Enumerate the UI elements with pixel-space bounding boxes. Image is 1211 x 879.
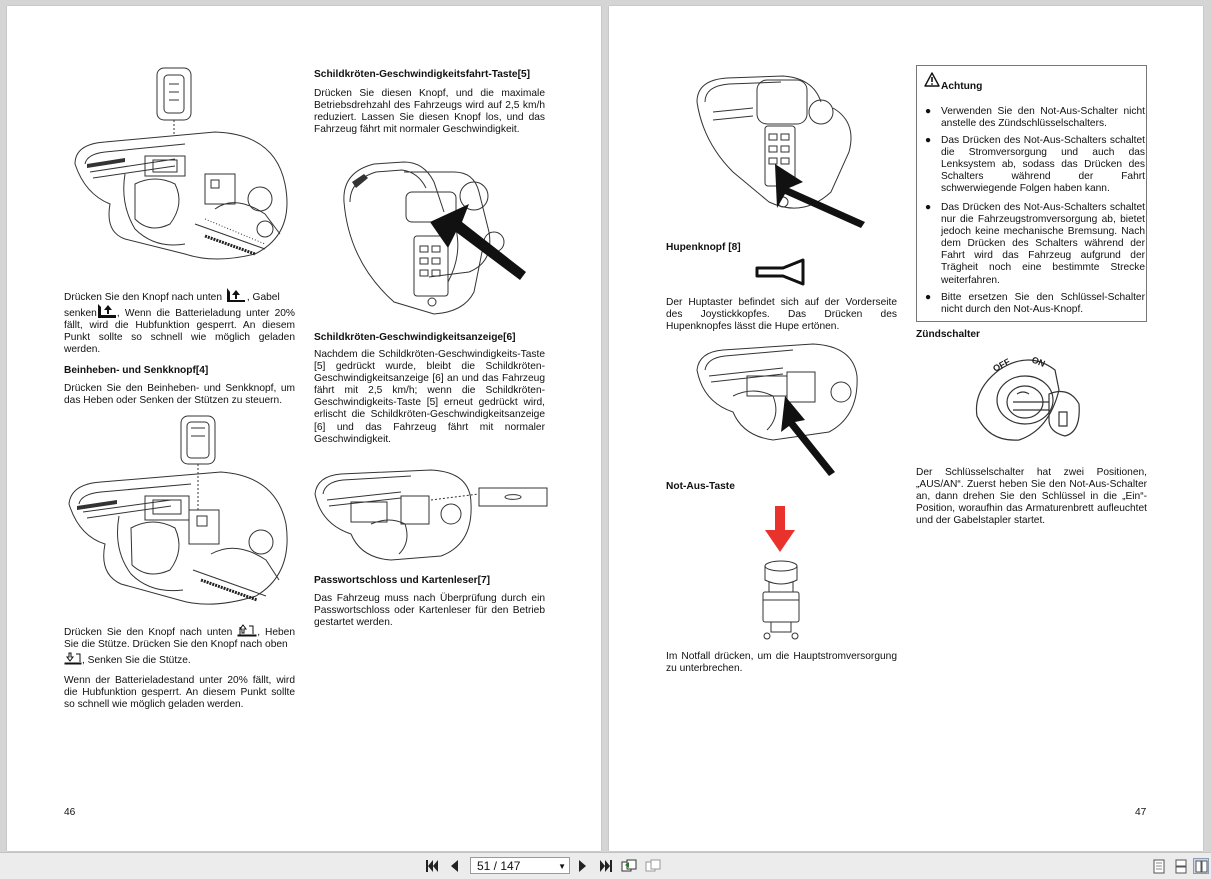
single-page-view-button[interactable] xyxy=(1151,858,1167,874)
chevron-down-icon: ▼ xyxy=(558,862,566,871)
key-label-off: OFF xyxy=(991,356,1012,374)
page-number-left: 46 xyxy=(64,807,76,818)
first-page-button[interactable] xyxy=(424,858,440,874)
support-paragraph: Drücken Sie den Knopf nach unten , Heben… xyxy=(64,623,295,667)
heading-turtle-indicator: Schildkröten-Geschwindigkeitsanzeige[6] xyxy=(314,332,516,343)
history-back-icon xyxy=(621,859,637,872)
prev-page-icon xyxy=(451,860,458,872)
warning-item: ●Bitte ersetzen Sie den Schlüssel-Schalt… xyxy=(925,292,1145,316)
heading-turtle-button: Schildkröten-Geschwindigkeitsfahrt-Taste… xyxy=(314,69,531,80)
page-number-right: 47 xyxy=(1135,807,1147,818)
key-label-on: ON xyxy=(1030,355,1046,369)
first-page-icon xyxy=(426,860,438,872)
horn-icon xyxy=(755,258,805,286)
joystick-figure-fork xyxy=(74,67,288,260)
joystick-head-figure xyxy=(343,161,526,315)
fork-lower-icon xyxy=(226,288,245,302)
heading-estop: Not-Aus-Taste xyxy=(666,481,735,492)
estop-arrow-icon xyxy=(765,506,795,552)
two-page-icon xyxy=(1195,860,1207,872)
last-page-icon xyxy=(600,860,612,872)
page-number-select[interactable]: 51 / 147 ▼ xyxy=(470,857,570,874)
turtle-indicator-paragraph: Nachdem die Schildkröten-Geschwindigkeit… xyxy=(314,349,545,445)
joystick-horn-button-figure xyxy=(696,343,858,476)
support-lower-icon xyxy=(64,652,82,665)
ignition-key-figure: OFF ON xyxy=(975,355,1080,441)
history-back-button[interactable] xyxy=(620,858,638,874)
heading-password: Passwortschloss und Kartenleser[7] xyxy=(314,575,491,586)
warning-icon xyxy=(924,72,940,87)
page-number-value: 51 / 147 xyxy=(477,859,521,873)
warning-item: ●Das Drücken des Not-Aus-Schalters schal… xyxy=(925,202,1145,286)
joystick-figure-support xyxy=(68,415,288,605)
viewer-toolbar: 51 / 147 ▼ xyxy=(0,852,1211,879)
estop-paragraph: Im Notfall drücken, um die Hauptstromver… xyxy=(666,651,897,675)
estop-figure xyxy=(762,506,800,640)
fork-lower-paragraph: Drücken Sie den Knopf nach unten , Gabel… xyxy=(64,288,295,356)
warning-title: Achtung xyxy=(941,81,983,92)
fork-lower-icon-2 xyxy=(97,304,116,319)
beinheben-paragraph: Drücken Sie den Beinheben- und Senkknopf… xyxy=(64,383,295,407)
heading-ignition: Zündschalter xyxy=(916,329,980,340)
continuous-view-button[interactable] xyxy=(1173,858,1189,874)
heading-beinheben: Beinheben- und Senkknopf[4] xyxy=(64,365,209,376)
page-46: Drücken Sie den Knopf nach unten , Gabel… xyxy=(7,6,601,851)
heading-horn: Hupenknopf [8] xyxy=(666,242,741,253)
ignition-paragraph: Der Schlüsselschalter hat zwei Positione… xyxy=(916,467,1147,527)
history-forward-icon xyxy=(645,859,661,872)
prev-page-button[interactable] xyxy=(448,858,460,874)
horn-paragraph: Der Huptaster befindet sich auf der Vord… xyxy=(666,297,897,333)
next-page-icon xyxy=(579,860,586,872)
two-page-view-button[interactable] xyxy=(1193,858,1209,874)
page-47: Hupenknopf [8] Der Huptaster befindet si… xyxy=(609,6,1203,851)
next-page-button[interactable] xyxy=(577,858,589,874)
warning-item: ●Das Drücken des Not-Aus-Schalters schal… xyxy=(925,135,1145,195)
warning-item: ●Verwenden Sie den Not-Aus-Schalter nich… xyxy=(925,106,1145,130)
continuous-page-icon xyxy=(1175,859,1187,873)
joystick-horn-figure xyxy=(696,75,865,228)
last-page-button[interactable] xyxy=(598,858,614,874)
battery-paragraph: Wenn der Batterieladestand unter 20% fäl… xyxy=(64,675,295,711)
single-page-icon xyxy=(1153,859,1165,873)
turtle-button-paragraph: Drücken Sie diesen Knopf, und die maxima… xyxy=(314,88,545,136)
support-lift-icon xyxy=(237,624,257,637)
document-viewer: Drücken Sie den Knopf nach unten , Gabel… xyxy=(7,6,1203,851)
warning-box: Achtung ●Verwenden Sie den Not-Aus-Schal… xyxy=(916,65,1147,322)
history-forward-button[interactable] xyxy=(644,858,662,874)
password-paragraph: Das Fahrzeug muss nach Überprüfung durch… xyxy=(314,593,545,629)
password-lock-figure xyxy=(314,469,548,561)
